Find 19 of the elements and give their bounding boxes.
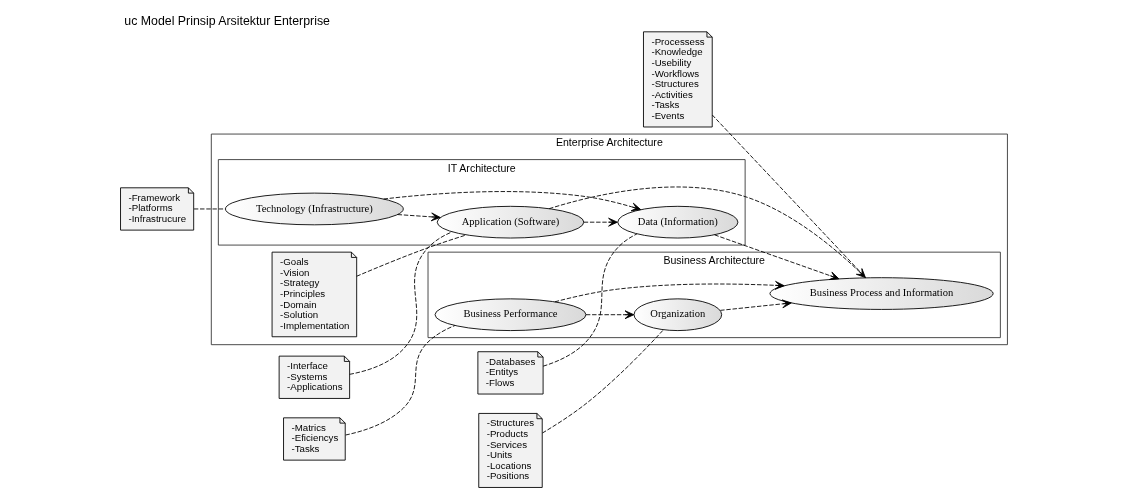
- connector: [349, 231, 453, 375]
- arrow: [397, 212, 441, 222]
- arrow: [383, 191, 642, 212]
- connector: [345, 325, 456, 436]
- node-ellipse: Application (Software): [436, 205, 585, 239]
- node-ellipse: Organization: [633, 298, 723, 331]
- connector: [711, 114, 867, 279]
- node-ellipse: Technology (Infrastructure): [225, 192, 404, 226]
- arrow: [554, 280, 785, 303]
- connector: [356, 234, 467, 277]
- diagram-title: uc Model Prinsip Arsitektur Enterprise: [124, 13, 330, 28]
- arrow: [585, 310, 635, 320]
- arrow: [583, 217, 618, 227]
- arrow: [548, 186, 866, 279]
- arrow: [719, 299, 792, 311]
- connector: [193, 208, 226, 210]
- node-ellipse: Data (Information): [617, 205, 739, 239]
- node-ellipse: Business Performance: [434, 298, 587, 331]
- connector: [542, 329, 664, 434]
